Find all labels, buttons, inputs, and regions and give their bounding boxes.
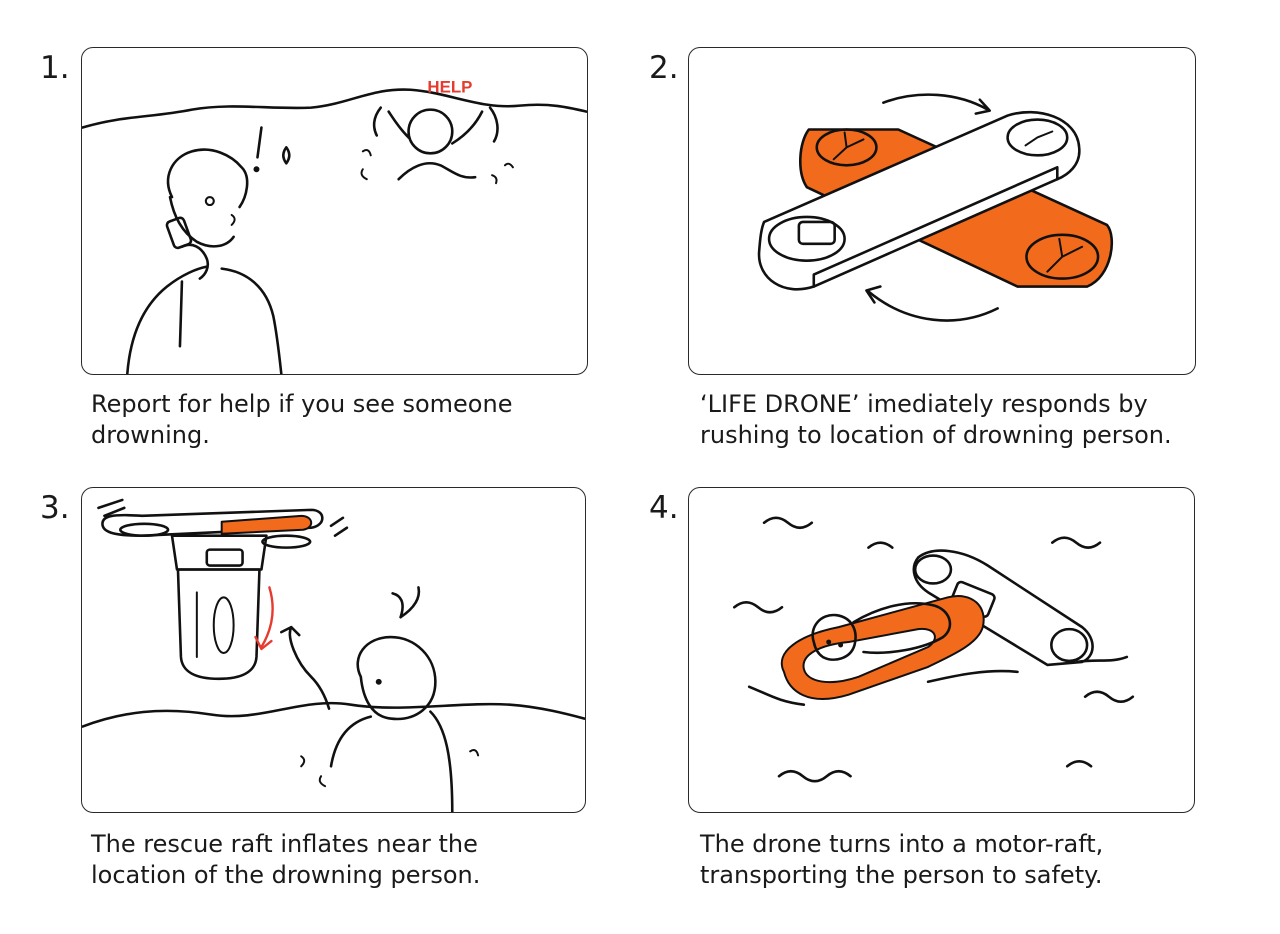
caption-step-2: ‘LIFE DRONE’ imediately responds by rush… (700, 390, 1172, 449)
illustration-raft-inflates (82, 498, 585, 812)
illustration-report-help: HELP (82, 78, 587, 374)
step-number-4: 4. (649, 490, 679, 526)
panel-step-1: HELP (81, 47, 588, 375)
caption-step-4: The drone turns into a motor-raft, trans… (700, 830, 1104, 889)
panel-step-2 (688, 47, 1196, 375)
panel-step-3 (81, 487, 586, 813)
caption-step-3: The rescue raft inflates near the locati… (91, 830, 481, 889)
illustration-life-drone (757, 93, 1114, 322)
caption-step-1: Report for help if you see someone drown… (91, 390, 513, 449)
step-number-2: 2. (649, 50, 679, 86)
step-number-1: 1. (40, 50, 70, 86)
illustration-motor-raft (732, 516, 1135, 783)
help-shout: HELP (427, 78, 472, 97)
step-number-3: 3. (40, 490, 70, 526)
panel-step-4 (688, 487, 1195, 813)
